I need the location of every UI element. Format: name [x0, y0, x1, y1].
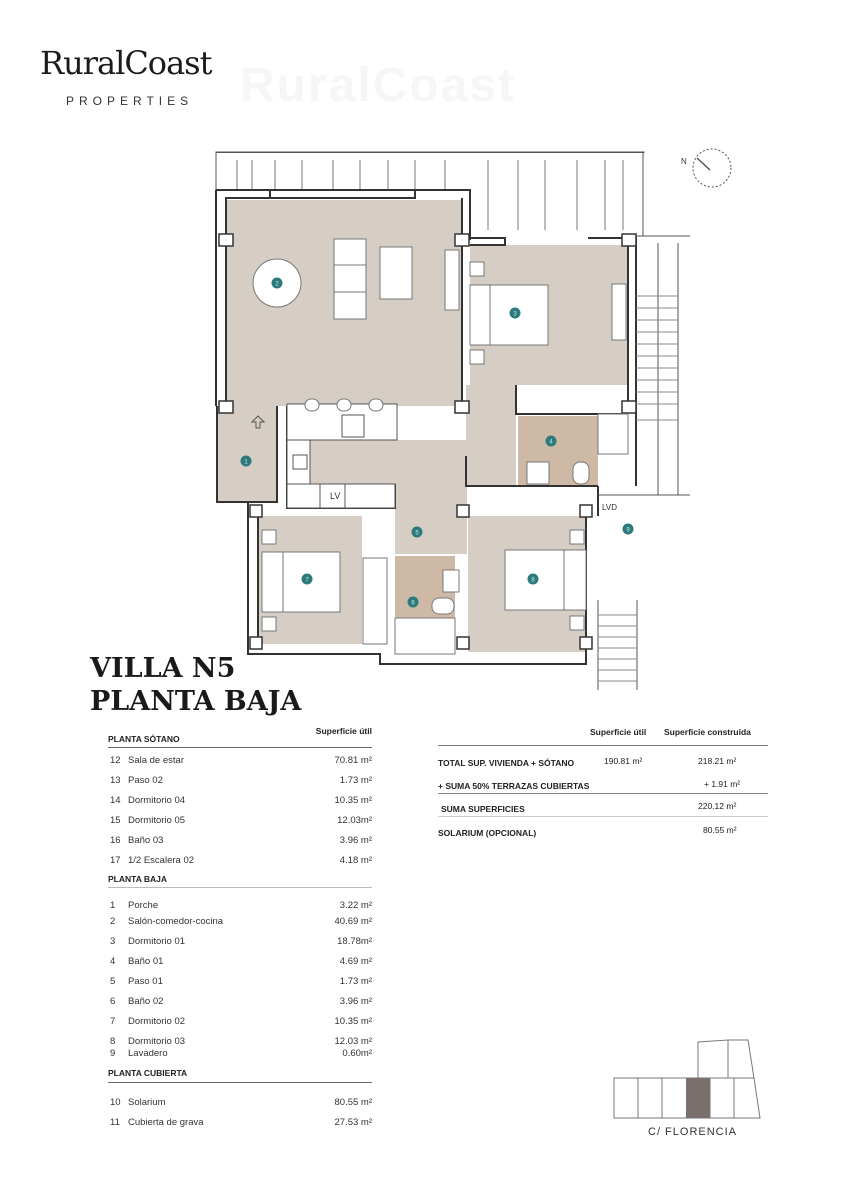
entry-arrow-icon: [250, 415, 266, 429]
svg-text:5: 5: [415, 531, 419, 537]
highlighted-lot: [686, 1078, 710, 1118]
summary-table: Superficie útil Superficie construida TO…: [438, 726, 768, 846]
svg-text:3: 3: [513, 312, 517, 318]
summary-label: + SUMA 50% TERRAZAS CUBIERTAS: [438, 781, 590, 791]
lv-label: LV: [330, 491, 340, 501]
stairs: [597, 235, 690, 690]
svg-text:1: 1: [244, 460, 248, 466]
svg-text:9: 9: [626, 528, 630, 534]
svg-text:7: 7: [305, 578, 309, 584]
title-line-2: PLANTA BAJA: [90, 686, 302, 717]
svg-text:6: 6: [411, 601, 415, 607]
summary-construida: 218.21 m²: [698, 756, 737, 766]
street-label: C/ FLORENCIA: [648, 1126, 738, 1138]
column-header-construida: Superficie construida: [664, 727, 751, 737]
section-title: PLANTA BAJA: [108, 874, 168, 884]
pergola: [215, 151, 645, 236]
brand-logo: RuralCoast: [40, 44, 212, 82]
compass-icon: [692, 148, 732, 188]
compass-label: N: [681, 157, 687, 166]
summary-label: TOTAL SUP. VIVIENDA + SÓTANO: [438, 758, 575, 768]
section-title: PLANTA SÓTANO: [108, 734, 180, 744]
svg-text:4: 4: [549, 440, 553, 446]
room-pins: 1 2 3 4 5 6 7 8 9: [240, 277, 634, 608]
watermark: RuralCoast: [240, 59, 517, 112]
svg-text:8: 8: [531, 578, 535, 584]
summary-construida: 220.12 m²: [698, 801, 737, 811]
summary-construida: 80.55 m²: [703, 825, 737, 835]
column-header-util: Superficie útil: [315, 726, 372, 736]
section-title: PLANTA CUBIERTA: [108, 1068, 188, 1078]
summary-util: 190.81 m²: [604, 756, 643, 766]
walls: [215, 189, 637, 665]
summary-label: SOLARIUM (OPCIONAL): [438, 828, 537, 838]
floor-plan: LV: [215, 148, 732, 690]
brand-tagline: PROPERTIES: [66, 94, 194, 108]
summary-label: SUMA SUPERFICIES: [441, 804, 525, 814]
svg-text:2: 2: [275, 282, 279, 288]
page-title: VILLA N5 PLANTA BAJA: [90, 652, 301, 718]
column-header-util: Superficie útil: [590, 727, 647, 737]
lvd-label: LVD: [602, 503, 617, 512]
title-line-1: VILLA N5: [90, 653, 236, 684]
columns: [218, 233, 637, 650]
summary-construida: + 1.91 m²: [704, 779, 741, 789]
location-map: C/ FLORENCIA: [610, 1036, 770, 1146]
